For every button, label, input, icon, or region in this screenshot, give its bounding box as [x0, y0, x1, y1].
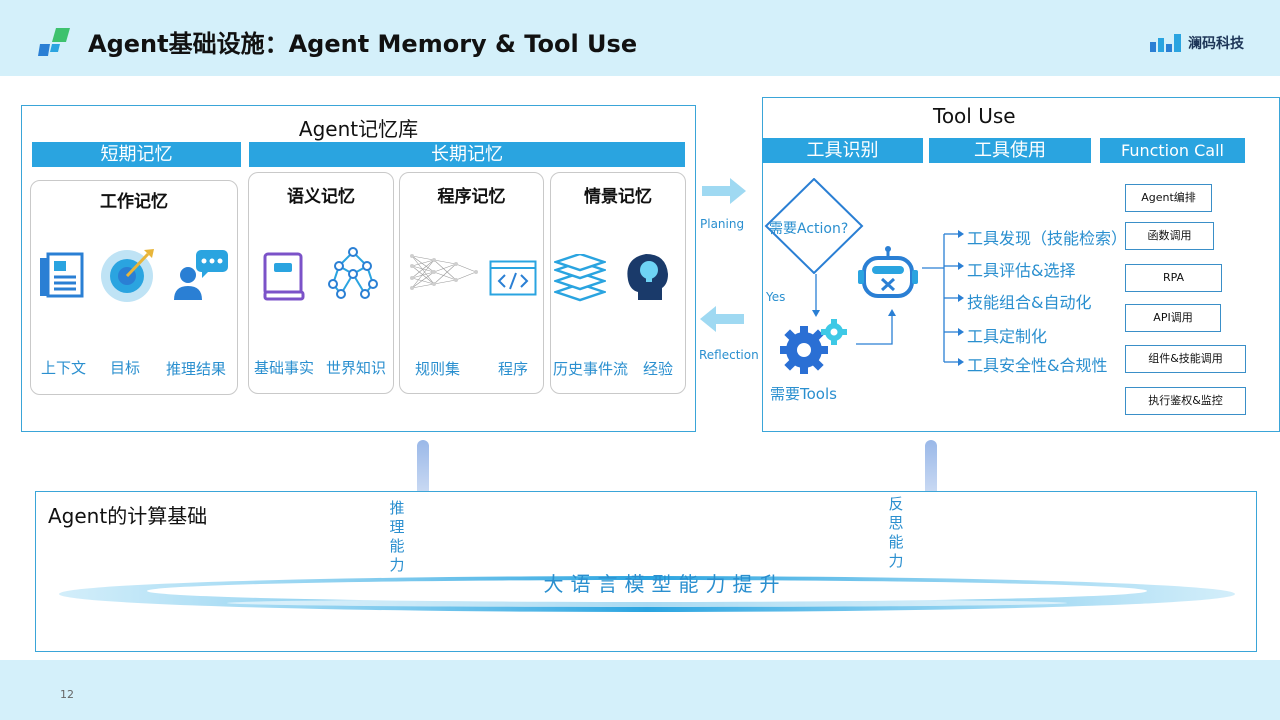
- arrow-right-icon: [702, 178, 746, 204]
- foundation-panel: [35, 491, 1257, 652]
- tab-function-call: Function Call: [1100, 138, 1245, 163]
- short-term-bar: 短期记忆: [32, 142, 241, 167]
- memory-title: Agent记忆库: [298, 117, 419, 141]
- tool-use-title: Tool Use: [933, 104, 1016, 128]
- reasoning-label: 推理能力: [389, 499, 405, 574]
- neural-net-icon: [410, 254, 478, 290]
- card-title: 情景记忆: [584, 187, 652, 207]
- tab-tool-identify: 工具识别: [762, 138, 923, 163]
- layers-icon: [554, 254, 606, 302]
- gears-icon: [780, 319, 847, 374]
- feature-arrows: [944, 230, 964, 366]
- page-number: 12: [60, 688, 74, 701]
- footer-band: [0, 660, 1280, 720]
- need-tools-label: 需要Tools: [770, 385, 837, 403]
- feature-item: 工具安全性&合规性: [967, 356, 1108, 375]
- memory-label: 目标: [110, 359, 141, 377]
- memory-label: 程序: [498, 360, 529, 378]
- header-band: [0, 0, 1280, 76]
- card-title: 语义记忆: [287, 187, 355, 207]
- planing-label: Planing: [700, 217, 745, 231]
- function-call-item: API调用: [1125, 304, 1221, 332]
- memory-label: 上下文: [41, 359, 87, 377]
- brand: 澜码科技: [1150, 33, 1244, 53]
- card-title: 工作记忆: [100, 192, 168, 212]
- reflection-ability-label: 反思能力: [888, 495, 904, 570]
- target-icon: [101, 249, 154, 302]
- reflection-label: Reflection: [699, 348, 759, 362]
- code-window-icon: [489, 260, 537, 296]
- long-term-bar: 长期记忆: [249, 142, 685, 167]
- book-icon: [263, 252, 305, 301]
- feature-item: 工具评估&选择: [967, 261, 1076, 280]
- head-lightbulb-icon: [627, 254, 668, 300]
- memory-label: 基础事实: [254, 359, 315, 377]
- document-icon: [40, 252, 84, 298]
- function-call-item: RPA: [1125, 264, 1222, 292]
- memory-label: 推理结果: [166, 360, 227, 378]
- llm-ring: [59, 576, 1235, 612]
- feature-item: 技能组合&自动化: [967, 293, 1092, 312]
- function-call-item: 执行鉴权&监控: [1125, 387, 1246, 415]
- memory-label: 规则集: [415, 360, 461, 378]
- brand-logo-icon: [1150, 34, 1181, 52]
- page-title: Agent基础设施：Agent Memory & Tool Use: [88, 30, 638, 58]
- chat-user-icon: [174, 250, 228, 300]
- function-call-item: 组件&技能调用: [1125, 345, 1246, 373]
- llm-ability-text: 大语言模型能力提升: [543, 572, 787, 596]
- feature-item: 工具定制化: [967, 327, 1048, 346]
- tab-tool-use: 工具使用: [929, 138, 1091, 163]
- logo-icon: [38, 28, 70, 56]
- yes-label: Yes: [766, 290, 786, 304]
- function-call-item: 函数调用: [1125, 222, 1214, 250]
- decision-text: 需要Action?: [769, 221, 849, 237]
- feature-item: 工具发现（技能检索）: [967, 229, 1128, 248]
- decision-diamond: [764, 178, 864, 274]
- foundation-title: Agent的计算基础: [48, 504, 208, 528]
- arrow-left-icon: [700, 306, 744, 332]
- network-icon: [328, 247, 378, 299]
- memory-label: 世界知识: [326, 359, 387, 377]
- card-title: 程序记忆: [437, 187, 506, 207]
- memory-label: 经验: [643, 360, 674, 378]
- memory-label: 历史事件流: [553, 360, 629, 378]
- robot-icon: [858, 246, 918, 298]
- function-call-item: Agent编排: [1125, 184, 1212, 212]
- brand-name: 澜码科技: [1188, 36, 1244, 52]
